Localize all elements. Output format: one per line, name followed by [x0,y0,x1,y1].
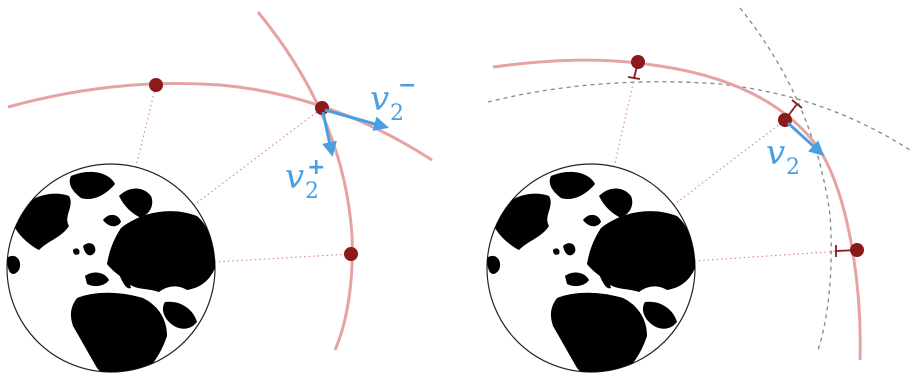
v-minus-arrow [324,108,389,132]
v-plus-arrow [321,111,337,157]
left-outer-orbit [256,11,354,351]
svg-text:2: 2 [390,101,404,126]
left-panel: v 2 − v 2 + [7,11,433,380]
svg-text:v: v [370,79,389,119]
v-arrow [786,121,825,157]
earth-globe-icon [7,164,215,380]
svg-text:v: v [766,133,785,173]
svg-text:2: 2 [305,179,319,204]
v-plus-label: v 2 + [285,155,325,204]
svg-text:+: + [307,155,325,180]
svg-text:2: 2 [786,155,800,180]
v-minus-label: v 2 − [370,73,416,126]
left-spokes [110,84,352,269]
left-satellite-right [344,247,358,261]
left-satellite-top [149,78,163,92]
svg-text:v: v [285,157,304,197]
right-dashed-orbit-inner [487,81,911,151]
right-satellite-top [631,55,645,69]
right-panel: v 2 [487,7,911,380]
svg-text:−: − [398,73,416,98]
v-label: v 2 [766,133,800,180]
right-satellite-right [850,243,864,257]
earth-globe-icon [487,164,695,380]
